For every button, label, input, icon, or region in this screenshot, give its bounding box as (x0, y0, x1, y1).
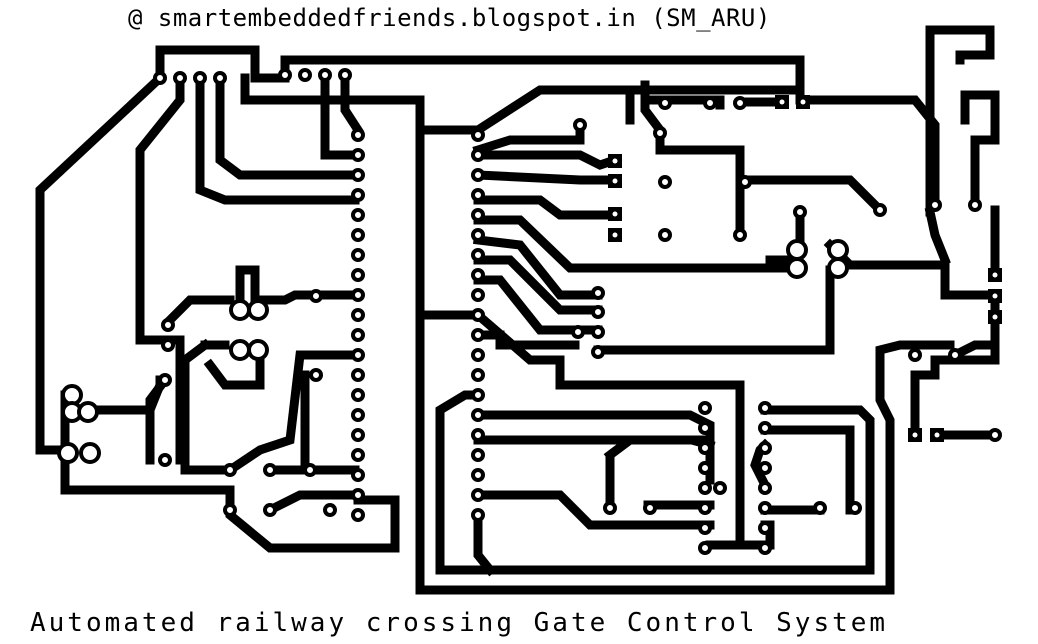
component-pads (57, 68, 1002, 555)
credit-header: @ smartembeddedfriends.blogspot.in (SM_A… (128, 4, 771, 32)
square-pad-holes (612, 99, 998, 438)
project-title-footer: Automated railway crossing Gate Control … (30, 608, 889, 638)
